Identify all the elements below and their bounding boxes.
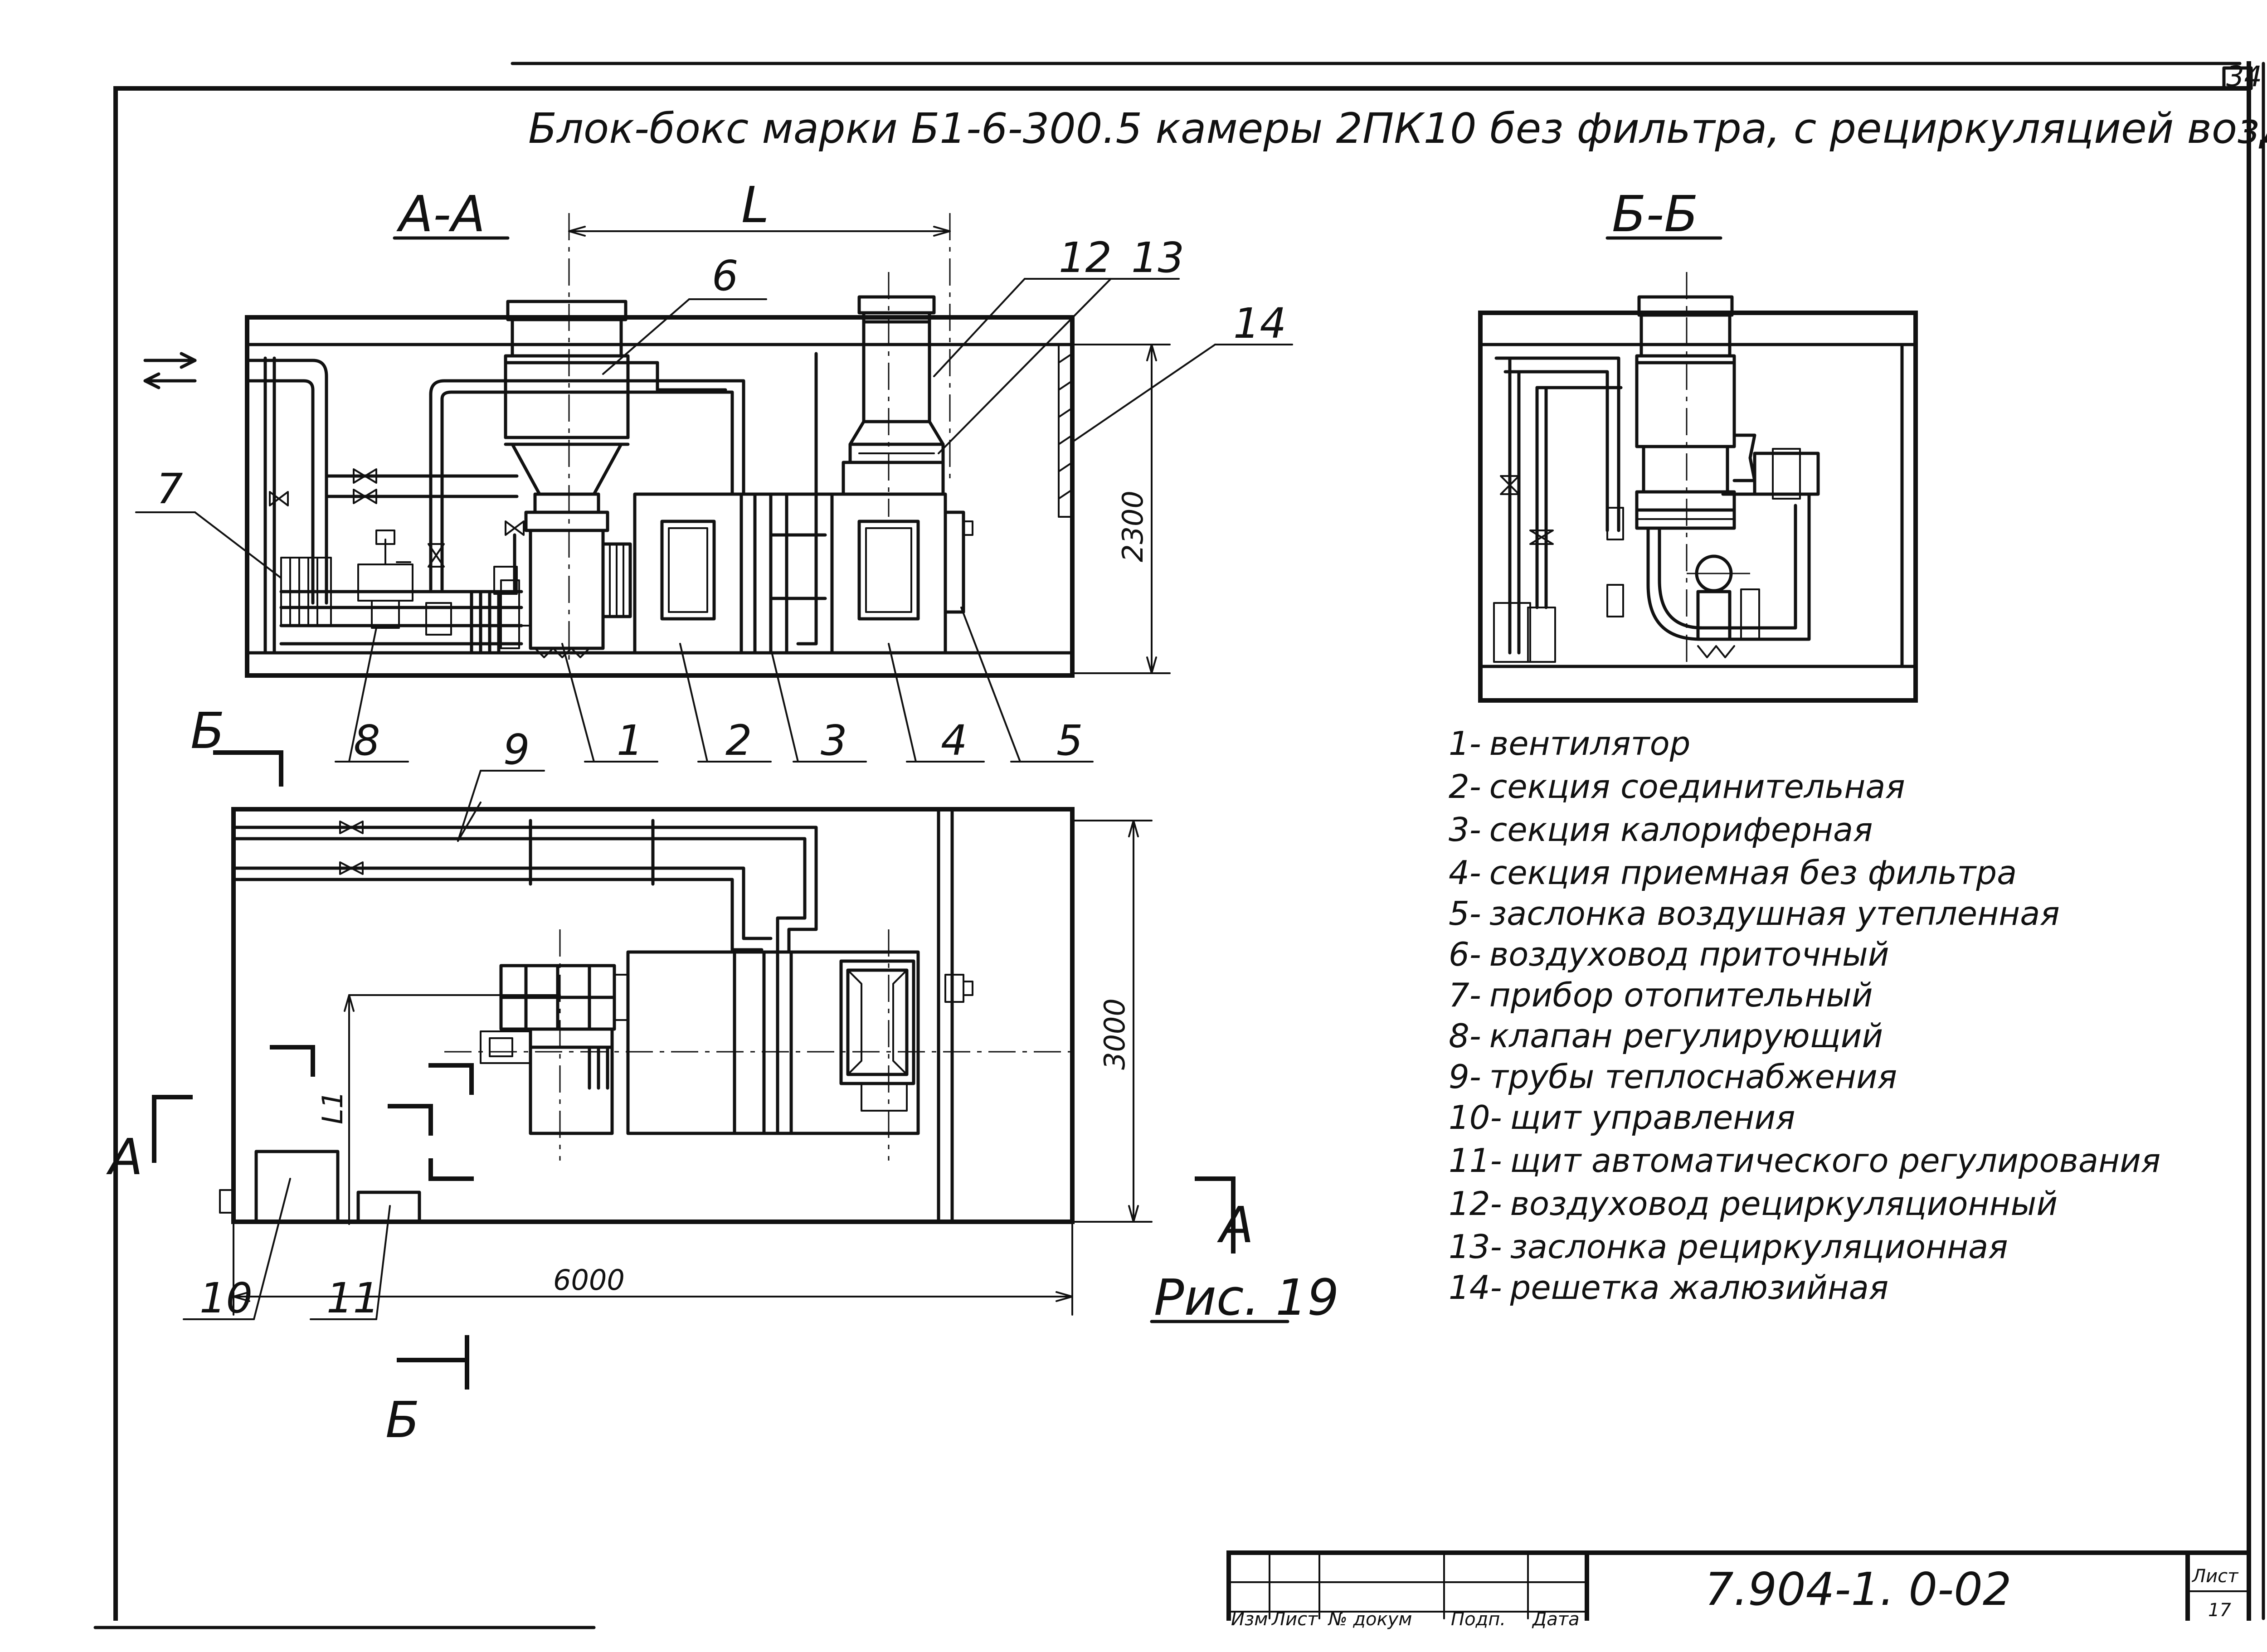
svg-text:8-клапан регулирующий: 8-клапан регулирующий: [1449, 1017, 1883, 1055]
sheet-corner-number: 34: [2226, 60, 2262, 93]
dimension-L: L: [741, 176, 769, 234]
title-block-col-list: Лист: [1271, 1609, 1318, 1630]
callout-8: 8: [354, 716, 380, 765]
legend-item: 14-решетка жалюзийная: [1449, 1268, 1888, 1307]
legend-item: 5-заслонка воздушная утепленная: [1449, 894, 2060, 933]
dimension-2300: 2300: [1116, 491, 1149, 562]
sheet-label: Лист: [2191, 1566, 2239, 1587]
dimension-3000: 3000: [1098, 998, 1131, 1070]
callout-10: 10: [199, 1274, 253, 1322]
svg-text:11-щит автоматического регу: 11-щит автоматического регулирования: [1449, 1142, 2160, 1180]
document-code: 7.904-1. 0-02: [1705, 1563, 2012, 1616]
cut-mark-b-top: Б: [190, 702, 224, 760]
callout-2: 2: [725, 716, 752, 765]
dimension-L1: L1: [316, 1091, 349, 1124]
callout-13: 13: [1131, 233, 1184, 282]
section-bb: Б-Б: [1478, 185, 1918, 703]
callout-9: 9: [503, 725, 530, 774]
svg-text:10-щит управления: 10-щит управления: [1449, 1098, 1795, 1137]
legend-item: 7-прибор отопительный: [1449, 976, 1873, 1014]
title-block-col-date: Дата: [1532, 1609, 1580, 1630]
callout-12: 12: [1059, 233, 1112, 282]
title-block: Изм Лист № докум Подп. Дата 7.904-1. 0-0…: [1226, 1550, 2251, 1630]
svg-text:3-секция калориферная: 3-секция калориферная: [1449, 811, 1873, 849]
callout-14: 14: [1233, 299, 1286, 348]
svg-text:6-воздуховод приточный: 6-воздуховод приточный: [1449, 935, 1889, 973]
legend-item: 11-щит автоматического регулирования: [1449, 1142, 2160, 1180]
sheet-number: 17: [2208, 1600, 2231, 1621]
svg-text:7-прибор отопительный: 7-прибор отопительный: [1449, 976, 1873, 1014]
svg-text:2-секция соединительная: 2-секция соединительная: [1449, 768, 1905, 806]
legend-item: 1-вентилятор: [1449, 724, 1690, 763]
callout-1: 1: [617, 716, 643, 765]
section-aa-label: А-А: [396, 185, 485, 243]
svg-text:1-вентилятор: 1-вентилятор: [1449, 724, 1690, 763]
callout-11: 11: [326, 1274, 379, 1322]
svg-text:14-решетка жалюзийная: 14-решетка жалюзийная: [1449, 1268, 1888, 1307]
cut-mark-a-left: А: [106, 1128, 143, 1186]
dimension-6000: 6000: [553, 1263, 625, 1297]
cut-mark-b-bottom: Б: [385, 1391, 419, 1449]
cut-marks: Б А А Б: [106, 702, 1254, 1449]
svg-text:5-заслонка воздушная утеплен: 5-заслонка воздушная утепленная: [1449, 894, 2060, 933]
legend-item: 12-воздуховод рециркуляционный: [1449, 1185, 2058, 1223]
drawing-title: Блок-бокс марки Б1-6-300.5 камеры 2ПК10 …: [528, 104, 2267, 153]
title-block-col-sign: Подп.: [1451, 1609, 1506, 1630]
callout-5: 5: [1056, 716, 1083, 765]
legend: 1-вентилятор 2-секция соединительная 3-с…: [1449, 724, 2160, 1307]
callout-6: 6: [712, 252, 739, 300]
svg-text:9-трубы теплоснабжения: 9-трубы теплоснабжения: [1449, 1058, 1897, 1096]
section-bb-label: Б-Б: [1612, 185, 1698, 243]
legend-item: 13-заслонка рециркуляционная: [1449, 1228, 2008, 1266]
callout-3: 3: [821, 716, 847, 765]
legend-item: 6-воздуховод приточный: [1449, 935, 1889, 973]
section-aa: А-А: [135, 176, 1293, 842]
legend-item: 2-секция соединительная: [1449, 768, 1905, 806]
legend-item: 9-трубы теплоснабжения: [1449, 1058, 1897, 1096]
callout-7: 7: [156, 465, 183, 513]
legend-item: 10-щит управления: [1449, 1098, 1795, 1137]
title-block-col-izm: Изм: [1231, 1609, 1268, 1630]
callout-4: 4: [941, 716, 968, 765]
legend-item: 8-клапан регулирующий: [1449, 1017, 1883, 1055]
svg-text:13-заслонка рециркуляционная: 13-заслонка рециркуляционная: [1449, 1228, 2008, 1266]
svg-text:4-секция приемная без фильтр: 4-секция приемная без фильтра: [1449, 854, 2017, 892]
sheet-frame: 34: [93, 60, 2265, 1629]
legend-item: 3-секция калориферная: [1449, 811, 1873, 849]
figure-label: Рис. 19: [1154, 1268, 1339, 1326]
cut-mark-a-right: А: [1217, 1196, 1254, 1254]
legend-item: 4-секция приемная без фильтра: [1449, 854, 2017, 892]
plan-view: L1 3000 6000 10 11 Рис. 19: [183, 807, 1339, 1326]
title-block-col-doc: № докум: [1328, 1609, 1412, 1630]
svg-text:12-воздуховод рециркуляционн: 12-воздуховод рециркуляционный: [1449, 1185, 2058, 1223]
callouts-aa: 6 12 13 14 7 8 1 2 3: [135, 233, 1293, 842]
